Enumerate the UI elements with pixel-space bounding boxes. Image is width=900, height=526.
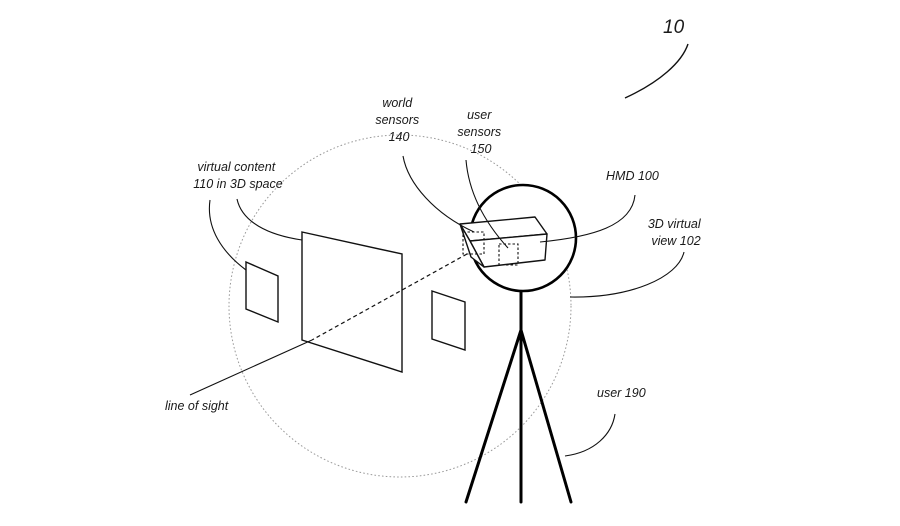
virtual-content-panel-right: [431, 290, 466, 351]
user-sensor-box: [498, 243, 519, 266]
virtual-content-panel-center: [301, 231, 403, 373]
hmd-device: [459, 216, 548, 268]
user-label: user 190: [597, 386, 646, 400]
line-of-sight-solid: [189, 339, 313, 396]
virtual-content-label: virtual content 110 in 3D space: [193, 160, 282, 191]
virtual-view-sphere: [228, 134, 572, 478]
world-sensors-leader: [402, 155, 475, 233]
virtual-view-label: 3D virtual view 102: [648, 217, 704, 248]
figure-number-leader: [624, 43, 689, 99]
virtual-content-panel-left: [245, 260, 279, 324]
user-leg-left: [464, 328, 523, 504]
user-leader: [564, 413, 616, 457]
user-sensors-leader: [465, 159, 509, 249]
virtual-content-leader-2: [208, 199, 247, 271]
virtual-view-leader: [569, 251, 685, 298]
figure-number: 10: [663, 17, 685, 38]
virtual-content-leader: [236, 198, 303, 241]
world-sensors-label: world sensors 140: [375, 96, 422, 144]
user-leg-right: [519, 328, 573, 504]
user-sensors-label: user sensors 150: [457, 108, 504, 156]
hmd-label: HMD 100: [606, 169, 659, 183]
hmd-leader: [539, 194, 636, 243]
line-of-sight-label: line of sight: [165, 399, 229, 413]
line-of-sight-dashed: [311, 253, 468, 341]
